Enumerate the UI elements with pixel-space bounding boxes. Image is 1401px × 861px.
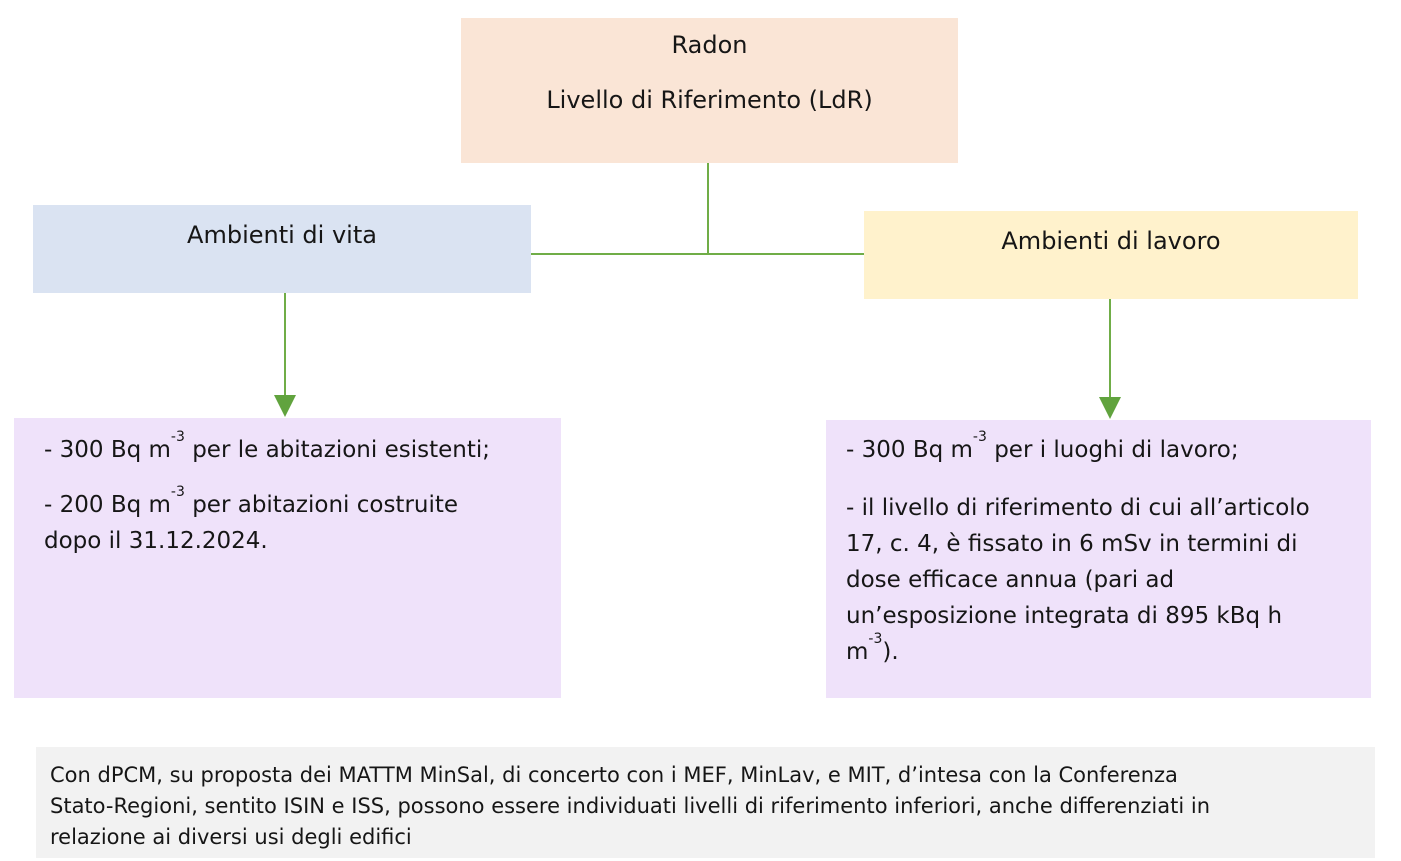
work-environments-box: Ambienti di lavoro [864,211,1358,299]
branch-connector-line [531,253,865,255]
root-box-title: Radon [671,31,748,59]
footer-note-line: Stato-Regioni, sentito ISIN e ISS, posso… [50,794,1211,818]
bullet-text: un’esposizione integrata di 895 kBq h [846,603,1283,629]
work-bullet-workplaces: - 300 Bq m-3 per i luoghi di lavoro; [846,429,1353,468]
life-bullet-new-dwellings: - 200 Bq m-3 per abitazioni costruite dop… [44,484,541,559]
life-environments-box: Ambienti di vita [33,205,531,293]
radon-root-box: Radon Livello di Riferimento (LdR) [461,18,958,163]
life-arrow-line [284,293,286,396]
arrow-down-icon [1099,397,1121,419]
bullet-text: - il livello di riferimento di cui all’a… [846,495,1310,521]
arrow-down-icon [274,395,296,417]
exponent: -3 [170,484,185,501]
bullet-text: per le abitazioni esistenti; [184,437,490,463]
bullet-text: per i luoghi di lavoro; [986,437,1239,463]
work-bullet-effective-dose: - il livello di riferimento di cui all’a… [846,490,1353,670]
work-arrow-line [1109,299,1111,398]
root-box-subtitle: Livello di Riferimento (LdR) [546,86,873,114]
exponent: -3 [972,429,987,446]
exponent: -3 [170,429,185,446]
footer-note-line: relazione ai diversi usi degli edifici [50,825,412,849]
life-reference-levels-box: - 300 Bq m-3 per le abitazioni esistenti… [14,418,561,698]
work-environments-label: Ambienti di lavoro [1001,227,1221,255]
footer-note-line: Con dPCM, su proposta dei MATTM MinSal, … [50,763,1178,787]
trunk-connector-line [707,163,709,254]
bullet-text: ). [882,639,899,665]
bullet-text: - 200 Bq m [44,492,171,518]
bullet-text: per abitazioni costruite [184,492,459,518]
bullet-text: - 300 Bq m [44,437,171,463]
life-environments-label: Ambienti di vita [187,221,377,249]
work-reference-levels-box: - 300 Bq m-3 per i luoghi di lavoro; - i… [826,420,1371,698]
bullet-text: m [846,639,869,665]
bullet-text: 17, c. 4, è fissato in 6 mSv in termini … [846,531,1298,557]
life-bullet-existing-dwellings: - 300 Bq m-3 per le abitazioni esistenti… [44,429,541,468]
bullet-text: - 300 Bq m [846,437,973,463]
bullet-text: dose efficace annua (pari ad [846,567,1175,593]
exponent: -3 [868,631,883,648]
bullet-text: dopo il 31.12.2024. [44,528,268,554]
footer-note-box: Con dPCM, su proposta dei MATTM MinSal, … [36,747,1375,858]
